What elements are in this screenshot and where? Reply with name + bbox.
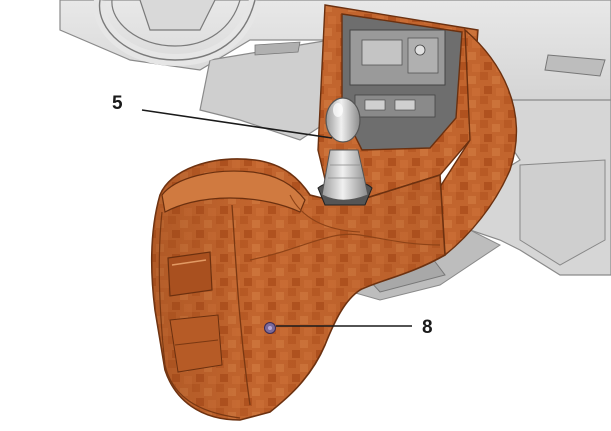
gear-shift-lever xyxy=(317,97,373,206)
callout-8: 8 xyxy=(276,317,433,338)
callout-5: 5 xyxy=(112,93,333,139)
console-fastener xyxy=(264,322,276,334)
callout-5-leader-line xyxy=(141,109,333,139)
gear-shift-knob xyxy=(325,97,361,143)
steering-wheel xyxy=(93,0,261,67)
center-stack-cavity xyxy=(337,11,466,151)
center-console xyxy=(150,4,518,421)
callout-5-label: 5 xyxy=(112,93,123,114)
callout-8-label: 8 xyxy=(422,317,433,338)
